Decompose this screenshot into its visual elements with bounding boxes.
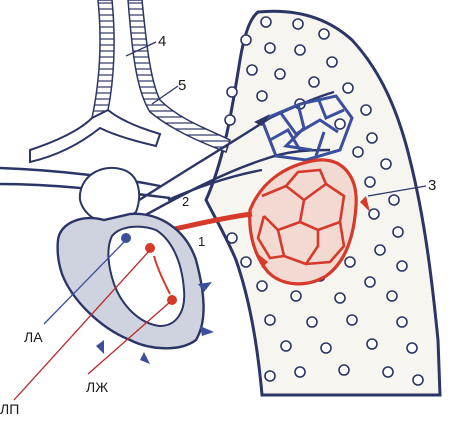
label-lp: ЛП <box>0 401 19 417</box>
leader-lines <box>13 41 427 401</box>
flow-arrows <box>96 114 370 364</box>
label-4: 4 <box>158 33 166 50</box>
alveoli <box>224 16 424 386</box>
heart <box>56 167 205 350</box>
label-lzh: ЛЖ <box>86 379 108 395</box>
trachea-bronchus <box>29 0 231 164</box>
label-5: 5 <box>178 77 186 94</box>
label-2: 2 <box>182 194 189 209</box>
label-3: 3 <box>428 177 436 194</box>
label-la: ЛА <box>24 329 43 345</box>
venous-capillary-net <box>260 94 354 162</box>
arterial-capillary-mesh <box>256 168 346 266</box>
label-1: 1 <box>198 234 205 249</box>
